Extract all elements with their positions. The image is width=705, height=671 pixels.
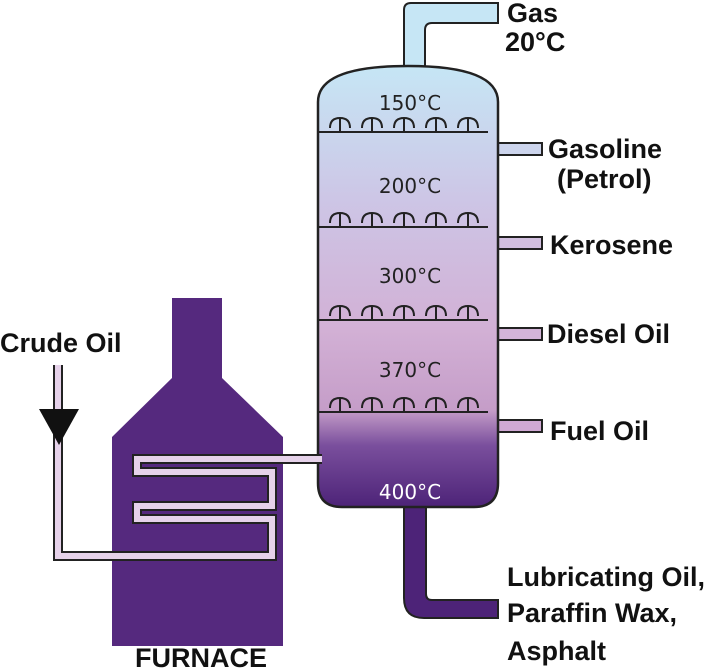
arrow-down-icon [39,409,79,445]
lubricating-label: Lubricating Oil, [507,562,705,592]
gas-temp-label: 20°C [505,27,565,57]
bubble-cap [329,304,351,320]
bubble-cap [361,396,383,412]
temp-label: 300°C [379,264,441,288]
petrol-label: (Petrol) [557,164,652,194]
bubble-cap [393,211,415,227]
residue-pipe [403,500,499,619]
gasoline-label: Gasoline [548,134,662,164]
bubble-cap [457,211,479,227]
asphalt-label: Asphalt [507,636,606,666]
bubble-cap [425,116,447,132]
furnace-label: FURNACE [135,643,267,671]
bubble-cap [393,396,415,412]
fuel-label: Fuel Oil [550,416,649,446]
gas-label: Gas [507,0,558,28]
crude-oil-pipe-fill [55,365,322,559]
bubble-cap [457,304,479,320]
crude-oil-label: Crude Oil [0,328,122,358]
bubble-cap [361,116,383,132]
kerosene-label: Kerosene [550,230,673,260]
bubble-cap [361,211,383,227]
bubble-cap [393,304,415,320]
distillation-column [316,64,500,509]
temp-label: 150°C [379,91,441,115]
bubble-cap [393,116,415,132]
paraffin-label: Paraffin Wax, [507,598,677,628]
bubble-cap [457,396,479,412]
bubble-cap [425,396,447,412]
temp-label: 200°C [379,174,441,198]
temp-label: 400°C [379,480,441,504]
bubble-cap [329,211,351,227]
bubble-cap [329,116,351,132]
diesel-label: Diesel Oil [547,319,670,349]
bubble-cap [457,116,479,132]
bubble-cap [329,396,351,412]
bubble-cap [361,304,383,320]
temp-label: 370°C [379,358,441,382]
bubble-cap [425,211,447,227]
temperature-labels: 150°C 200°C 300°C 370°C 400°C [379,91,441,504]
bubble-caps [329,116,479,412]
bubble-cap [425,304,447,320]
gas-pipe [403,2,499,66]
